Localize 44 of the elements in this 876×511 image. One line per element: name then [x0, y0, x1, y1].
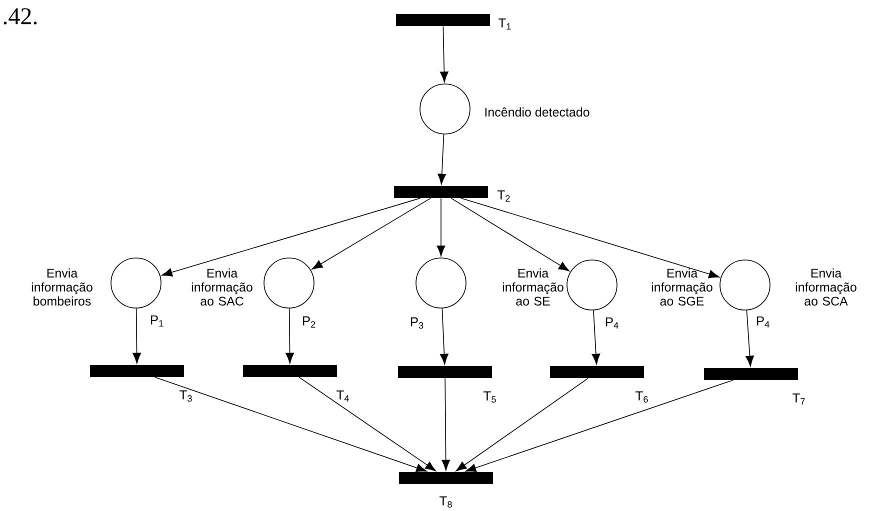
- transition-label: T$_{5}$: [484, 391, 496, 403]
- place-circle: [566, 260, 618, 310]
- arrow: [442, 378, 450, 471]
- transition-label: T$_{4}$: [336, 390, 349, 402]
- arrow: [450, 198, 570, 272]
- place-label: P$_{4}$: [606, 317, 618, 329]
- arrow: [460, 198, 720, 278]
- arrow: [312, 198, 432, 270]
- place-circle: [416, 258, 466, 308]
- arrow: [592, 310, 600, 365]
- place-description: Envia informação ao SAC: [192, 268, 252, 306]
- place-label: P$_{4}$: [756, 316, 770, 328]
- place-description: Incêndio detectado: [485, 107, 590, 117]
- place-label: P$_{3}$: [410, 317, 424, 329]
- figure-number: .42.: [4, 8, 37, 24]
- place-description: Envia informação ao SE: [502, 268, 564, 306]
- arrow: [438, 134, 446, 185]
- place-label: P$_{2}$: [302, 316, 316, 328]
- transition-label: T$_{6}$: [636, 391, 648, 403]
- transition-label: T$_{7}$: [792, 393, 805, 405]
- transition-label: T$_{3}$: [180, 390, 192, 402]
- place-description: Envia informação ao SGE: [652, 268, 712, 306]
- arrow: [746, 310, 754, 367]
- arrow: [436, 198, 446, 256]
- arrow: [456, 378, 589, 472]
- place-description: Envia informação ao SCA: [796, 268, 856, 306]
- arrow: [465, 380, 734, 472]
- arrow: [440, 308, 448, 365]
- transition-label: T$_{8}$: [440, 496, 452, 508]
- arrow: [154, 376, 427, 472]
- transition-bar: [396, 14, 490, 26]
- transition-label: T$_{2}$: [498, 190, 510, 202]
- arrow: [286, 308, 294, 364]
- arrow: [440, 26, 448, 82]
- place-label: P$_{1}$: [150, 315, 164, 327]
- place-circle: [720, 260, 770, 310]
- transition-label: T$_{1}$: [498, 18, 511, 30]
- place-circle: [420, 84, 470, 134]
- arrow: [132, 308, 142, 364]
- arrow: [298, 376, 436, 472]
- place-description: Envia informação bombeiros: [32, 268, 92, 306]
- arrow: [162, 198, 421, 276]
- place-circle: [110, 258, 162, 308]
- place-circle: [264, 258, 314, 308]
